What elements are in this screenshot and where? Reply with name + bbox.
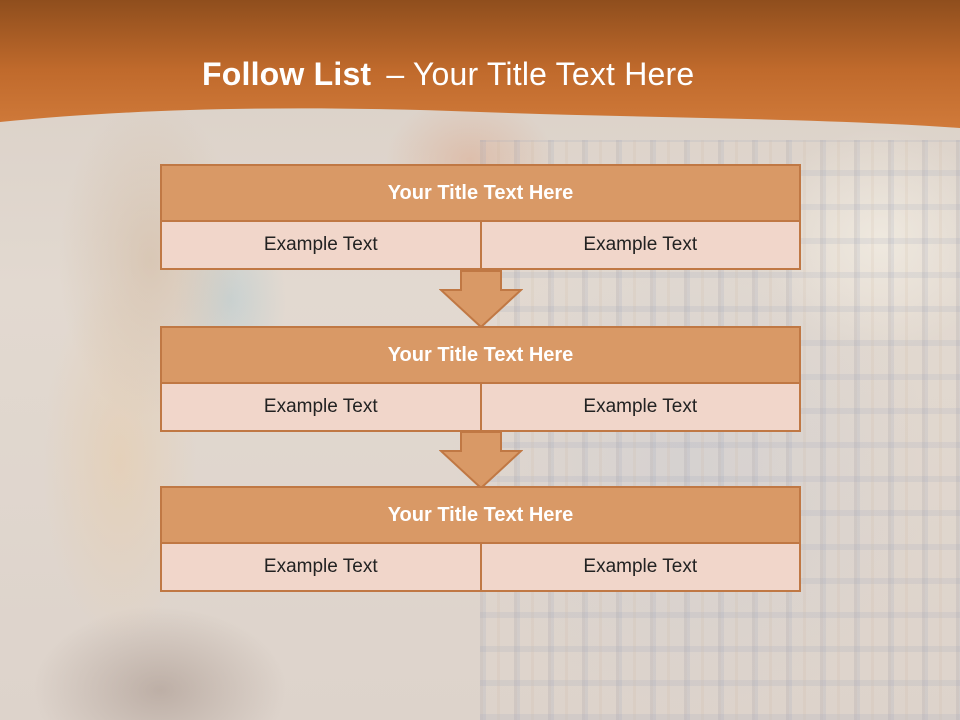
block-cell-left: Example Text xyxy=(263,234,378,255)
block-title: Your Title Text Here xyxy=(160,164,801,222)
follow-block-2: Your Title Text Here Example Text Exampl… xyxy=(160,326,801,432)
block-cell-left: Example Text xyxy=(263,556,378,577)
block-row: Example Text Example Text xyxy=(160,384,801,432)
block-cell-right: Example Text xyxy=(479,222,800,268)
block-title: Your Title Text Here xyxy=(160,486,801,544)
follow-block-1: Your Title Text Here Example Text Exampl… xyxy=(160,164,801,270)
block-title: Your Title Text Here xyxy=(160,326,801,384)
follow-block-3: Your Title Text Here Example Text Exampl… xyxy=(160,486,801,592)
block-row: Example Text Example Text xyxy=(160,222,801,270)
slide-title-strong: Follow List xyxy=(202,56,372,92)
block-cell-right: Example Text xyxy=(479,544,800,590)
block-row: Example Text Example Text xyxy=(160,544,801,592)
slide-title-subtitle: – Your Title Text Here xyxy=(386,56,695,92)
block-cell-right: Example Text xyxy=(479,384,800,430)
down-arrow-icon xyxy=(439,270,523,328)
header-banner xyxy=(0,0,960,128)
slide-title: Follow List – Your Title Text Here xyxy=(202,56,694,93)
block-cell-left: Example Text xyxy=(263,396,378,417)
down-arrow-icon xyxy=(439,431,523,489)
